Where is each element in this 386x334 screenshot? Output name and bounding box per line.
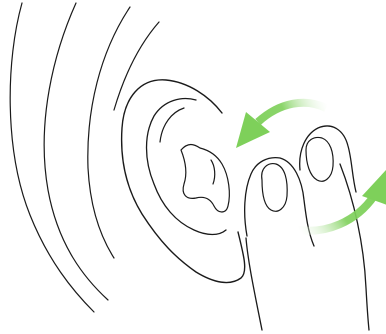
middle-finger-outline bbox=[300, 126, 356, 192]
hair-strand bbox=[44, 3, 108, 300]
swipe-forward-arrow-icon bbox=[236, 103, 326, 148]
ear-icon bbox=[122, 80, 245, 283]
hair-strands bbox=[10, 3, 159, 312]
ear-concha bbox=[181, 145, 229, 213]
hair-strand bbox=[88, 7, 130, 258]
swipe-back-arrow-icon bbox=[298, 170, 386, 231]
swipe-back-arrow-shaft bbox=[298, 196, 374, 231]
hair-strand bbox=[10, 3, 94, 312]
hand-palm-outline bbox=[340, 164, 369, 330]
middle-finger-icon bbox=[300, 126, 356, 192]
index-fingernail bbox=[262, 164, 287, 212]
ear-helix-ridge bbox=[160, 108, 184, 142]
swipe-forward-arrow-shaft bbox=[258, 103, 326, 122]
ear-tragus bbox=[211, 160, 215, 184]
ear-outer-rim bbox=[122, 80, 245, 283]
hand-back-outline bbox=[246, 238, 262, 330]
hair-strand bbox=[114, 22, 159, 110]
middle-fingernail bbox=[306, 138, 333, 182]
